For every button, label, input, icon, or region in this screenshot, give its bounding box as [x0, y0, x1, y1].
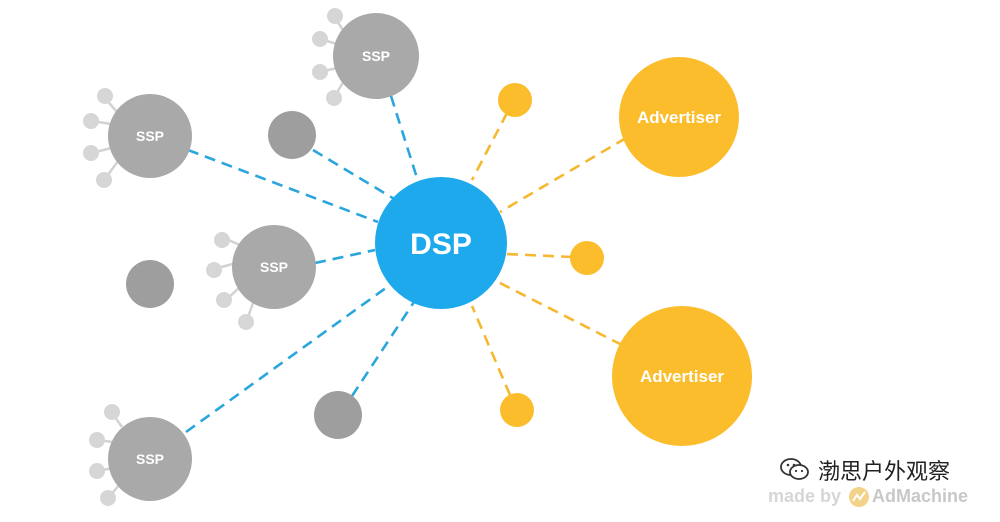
ssp-circle — [232, 225, 316, 309]
link-ssp-middle — [314, 248, 376, 265]
watermark-title: 渤思户外观察 — [818, 460, 951, 485]
ssp-node-bottom-left: SSP — [89, 404, 192, 506]
advertiser-label: Advertiser — [637, 108, 721, 127]
ssp-circle — [333, 13, 419, 99]
link-small-gray-bottom — [350, 301, 416, 397]
ssp-links — [185, 95, 419, 434]
ssp-circle — [108, 94, 192, 178]
ssp-label: SSP — [136, 128, 164, 144]
advertiser-node-bottom: Advertiser — [612, 306, 752, 446]
dsp-label: DSP — [410, 228, 472, 261]
link-yellow-dot-top — [470, 112, 509, 181]
small-gray-node-top — [268, 111, 316, 159]
dsp-hub: DSP — [375, 177, 507, 309]
link-yellow-dot-middle — [505, 252, 573, 259]
ssp-satellite-dots — [89, 404, 120, 506]
link-ssp-bottom-left — [185, 283, 391, 434]
admachine-logo-icon — [849, 487, 869, 507]
yellow-dot-bottom — [500, 393, 534, 427]
ssp-node-middle: SSP — [206, 225, 316, 330]
ssp-label: SSP — [136, 451, 164, 467]
advertiser-circle — [612, 306, 752, 446]
ssp-satellite-dots — [206, 232, 254, 330]
link-small-gray-top — [312, 148, 397, 202]
yellow-dot-top — [498, 83, 532, 117]
watermark: 渤思户外观察 made by AdMachine — [752, 452, 992, 516]
yellow-dot-middle — [570, 241, 604, 275]
advertiser-label: Advertiser — [640, 367, 724, 386]
ssp-satellite-dots — [312, 8, 343, 106]
ssp-node-upper-left: SSP — [83, 88, 192, 188]
link-yellow-dot-bottom — [470, 305, 512, 396]
ssp-label: SSP — [362, 48, 390, 64]
ssp-circle — [108, 417, 192, 501]
made-by-text: made by — [768, 486, 842, 506]
advertiser-links — [470, 112, 627, 396]
advertiser-node-top: Advertiser — [619, 57, 739, 177]
ssp-node-top: SSP — [312, 8, 419, 106]
small-gray-node-left — [126, 260, 174, 308]
ssp-satellite-dots — [83, 88, 113, 188]
wechat-icon — [780, 458, 809, 480]
link-ssp-upper-left — [187, 148, 379, 224]
dsp-circle — [375, 177, 507, 309]
small-gray-node-bottom — [314, 391, 362, 439]
admachine-brand: AdMachine — [872, 486, 969, 506]
link-advertiser-bottom — [497, 280, 623, 347]
link-ssp-top — [389, 95, 419, 179]
ssp-label: SSP — [260, 259, 288, 275]
link-advertiser-top — [499, 136, 627, 214]
advertiser-circle — [619, 57, 739, 177]
